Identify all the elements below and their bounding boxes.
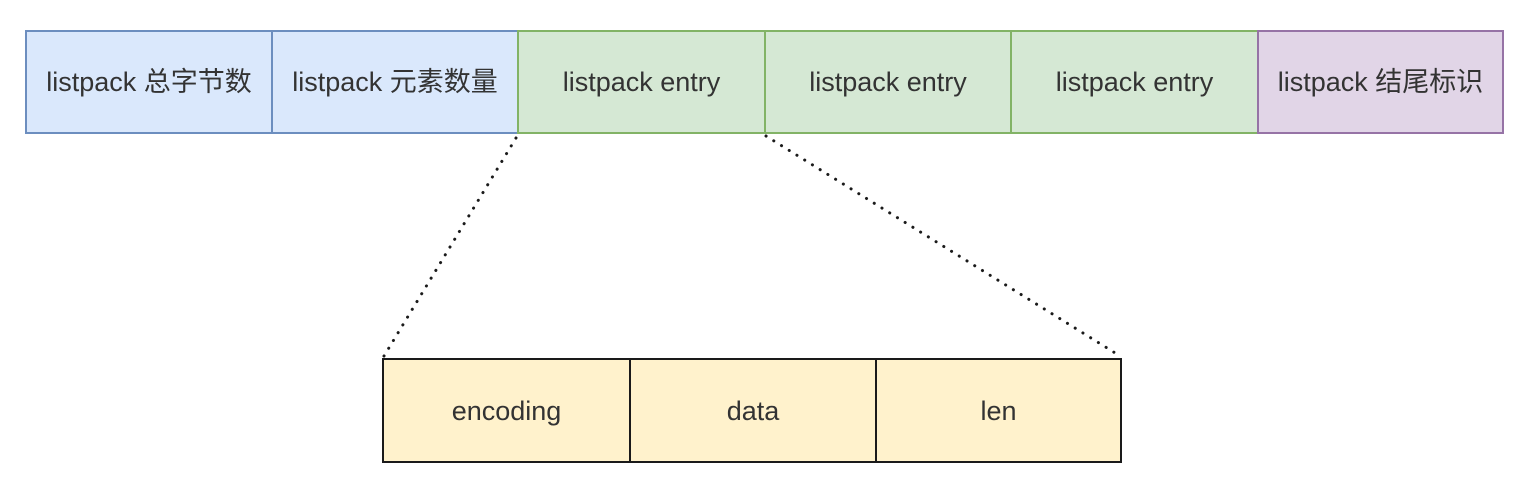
cell-label: len bbox=[980, 395, 1017, 426]
cell-label: listpack 元素数量 bbox=[292, 67, 498, 97]
cell-label: listpack entry bbox=[809, 67, 967, 97]
entry-encoding-cell: encoding bbox=[382, 358, 631, 463]
listpack-end-marker-cell: listpack 结尾标识 bbox=[1257, 30, 1504, 134]
cell-label: data bbox=[726, 395, 780, 426]
listpack-entry-cell: listpack entry bbox=[517, 30, 766, 134]
cell-label: listpack 总字节数 bbox=[46, 67, 252, 97]
cell-label: listpack entry bbox=[1055, 67, 1214, 97]
cell-label: listpack entry bbox=[562, 67, 721, 97]
entry-data-cell: data bbox=[629, 358, 877, 463]
listpack-total-bytes-cell: listpack 总字节数 bbox=[25, 30, 273, 134]
right-dotted-connector bbox=[764, 134, 1122, 358]
listpack-element-count-cell: listpack 元素数量 bbox=[271, 30, 519, 134]
listpack-entry-cell: listpack entry bbox=[1010, 30, 1259, 134]
entry-len-cell: len bbox=[875, 358, 1122, 463]
cell-label: listpack 结尾标识 bbox=[1277, 67, 1484, 97]
left-dotted-connector bbox=[382, 136, 518, 358]
cell-label: encoding bbox=[451, 395, 562, 426]
listpack-entry-cell: listpack entry bbox=[764, 30, 1012, 134]
